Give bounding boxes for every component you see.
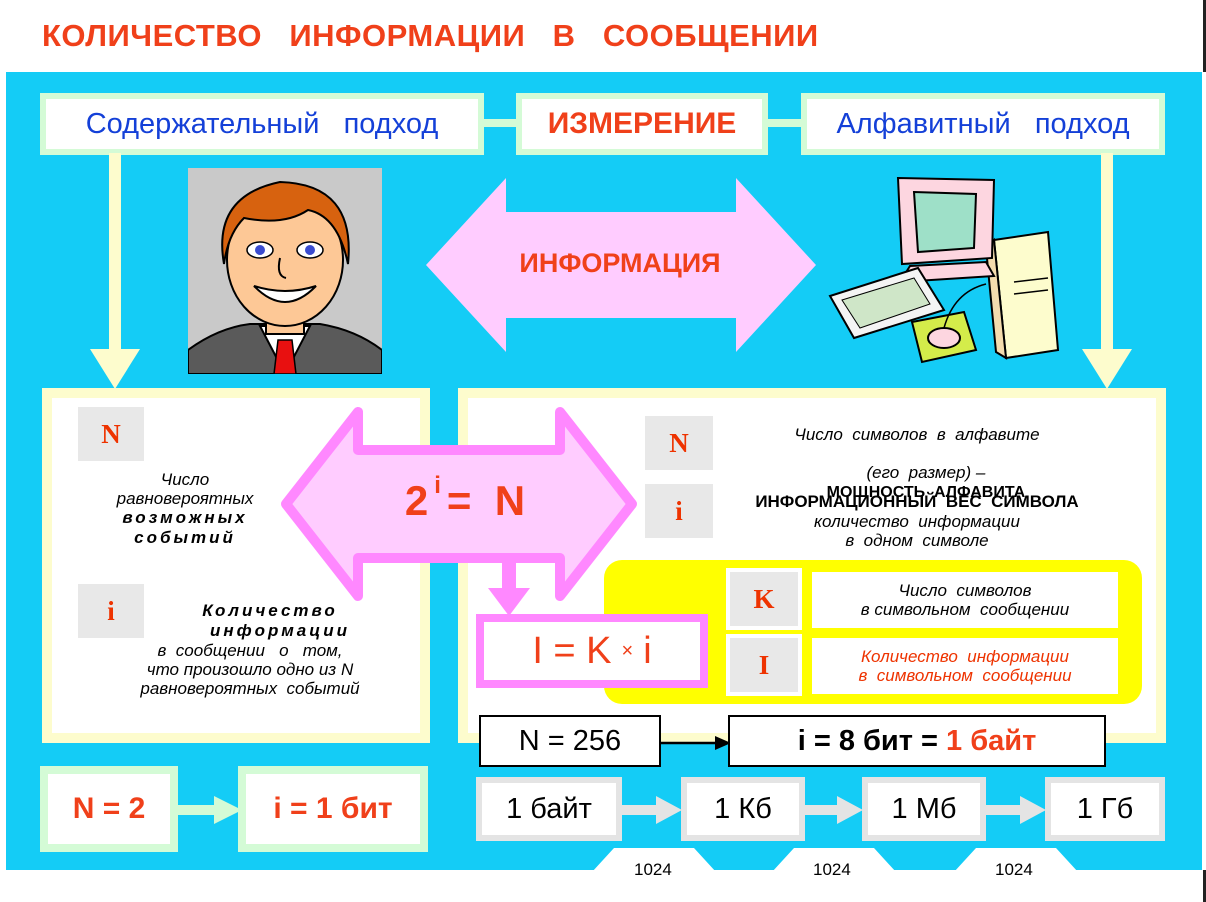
multiplier-2: 1024 — [813, 860, 851, 879]
n256-box: N = 256 — [479, 715, 661, 767]
formula2-lhs: I = K — [532, 629, 612, 672]
alphabet-approach-box: Алфавитный подход — [801, 93, 1165, 155]
computer-icon — [828, 176, 1060, 364]
n2-label: N = 2 — [72, 792, 146, 825]
formula-down-arrow — [488, 554, 530, 616]
big-i-symbol: I — [730, 638, 798, 692]
unit-arrow-3 — [986, 796, 1046, 824]
multiplier-tab-1 — [592, 848, 716, 872]
left-n-line4: событий — [134, 528, 236, 547]
formula2-times: × — [621, 639, 634, 662]
n256-label: N = 256 — [518, 724, 622, 757]
k-symbol: K — [730, 572, 798, 626]
i8-accent: 1 байт — [946, 724, 1037, 757]
bottom-strip — [0, 870, 1206, 902]
title-bar — [0, 0, 1206, 72]
multiplier-tab-2 — [772, 848, 896, 872]
content-approach-label: Содержательный подход — [85, 107, 439, 140]
left-i-line2: информации — [209, 621, 351, 640]
right-n-line1: Число символов в алфавите — [794, 425, 1040, 444]
left-n-line2: равновероятных — [116, 489, 254, 508]
big-i-line2: в символьном сообщении — [858, 666, 1072, 685]
left-n-description: Число равновероятных возможных событий — [90, 470, 280, 548]
right-i-description: ИНФОРМАЦИОННЫЙ ВЕС СИМВОЛА количество ин… — [712, 492, 1122, 550]
measurement-label: ИЗМЕРЕНИЕ — [547, 107, 737, 140]
header-connector-left — [480, 119, 520, 127]
multiplier-1: 1024 — [634, 860, 672, 879]
formula-base: 2 — [404, 477, 429, 524]
i1-box: i = 1 бит — [238, 766, 428, 852]
right-n-description: Число символов в алфавите (его размер) –… — [712, 425, 1122, 521]
i8-box: i = 8 бит = 1 байт — [728, 715, 1106, 767]
multiplier-3: 1024 — [995, 860, 1033, 879]
left-i-line5: равновероятных событий — [140, 679, 360, 698]
left-i-line1: Количество — [202, 601, 338, 620]
big-i-description: Количество информации в символьном сообщ… — [812, 638, 1118, 694]
unit-kb-box: 1 Кб — [681, 777, 805, 841]
right-down-arrow — [1082, 153, 1132, 389]
right-n-line2-bold: МОЩНОСТЬ АЛФАВИТА — [826, 484, 1026, 501]
right-i-line2: в одном символе — [845, 531, 989, 550]
unit-arrow-1 — [622, 796, 682, 824]
unit-byte-box: 1 байт — [476, 777, 622, 841]
formula-rhs: = N — [446, 477, 526, 524]
big-i-symbol-box: I — [726, 634, 802, 696]
i8-lead: i = 8 бит = — [797, 724, 947, 757]
left-n-symbol: N — [78, 407, 144, 461]
big-i-line1: Количество информации — [861, 647, 1069, 666]
unit-kb: 1 Кб — [714, 792, 772, 825]
page-title: КОЛИЧЕСТВО ИНФОРМАЦИИ В СООБЩЕНИИ — [42, 18, 819, 53]
right-n-symbol: N — [645, 416, 713, 470]
right-i-title: ИНФОРМАЦИОННЫЙ ВЕС СИМВОЛА — [755, 492, 1079, 511]
unit-gb-box: 1 Гб — [1045, 777, 1165, 841]
n2-box: N = 2 — [40, 766, 178, 852]
left-down-arrow — [90, 153, 140, 389]
k-symbol-box: K — [726, 568, 802, 630]
left-n-line1: Число — [160, 470, 210, 489]
right-n-line2-italic: (его размер) – — [866, 463, 986, 482]
information-double-arrow — [426, 178, 816, 352]
k-description: Число символов в символьном сообщении — [812, 572, 1118, 628]
k-line2: в символьном сообщении — [860, 600, 1070, 619]
left-i-description: Количество информации в сообщении о том,… — [110, 601, 390, 698]
right-i-symbol: i — [645, 484, 713, 538]
unit-mb: 1 Мб — [891, 792, 957, 825]
person-icon — [188, 180, 382, 374]
person-illustration — [188, 168, 382, 374]
formula2-rhs: i — [643, 629, 652, 672]
n256-to-i8-arrow — [661, 736, 731, 750]
header-connector-right — [764, 119, 806, 127]
left-i-line3: в сообщении о том, — [157, 641, 343, 660]
info-volume-formula-box: I = K × i — [476, 614, 708, 688]
unit-mb-box: 1 Мб — [862, 777, 986, 841]
n2-to-i1-arrow — [176, 796, 242, 824]
content-approach-box: Содержательный подход — [40, 93, 484, 155]
multiplier-tab-3 — [954, 848, 1078, 872]
left-i-symbol: i — [78, 584, 144, 638]
right-i-line1: количество информации — [814, 512, 1020, 531]
i1-label: i = 1 бит — [273, 792, 393, 825]
formula-exponent: i — [434, 472, 441, 499]
information-label: ИНФОРМАЦИЯ — [519, 248, 721, 278]
k-line1: Число символов — [898, 581, 1032, 600]
unit-arrow-2 — [805, 796, 863, 824]
alphabet-approach-label: Алфавитный подход — [836, 107, 1130, 140]
formula-double-arrow — [281, 407, 637, 601]
unit-byte: 1 байт — [506, 792, 592, 825]
left-n-line3: возможных — [122, 508, 248, 527]
unit-gb: 1 Гб — [1076, 792, 1134, 825]
left-i-line4: что произошло одно из N — [146, 660, 354, 679]
measurement-box: ИЗМЕРЕНИЕ — [516, 93, 768, 155]
